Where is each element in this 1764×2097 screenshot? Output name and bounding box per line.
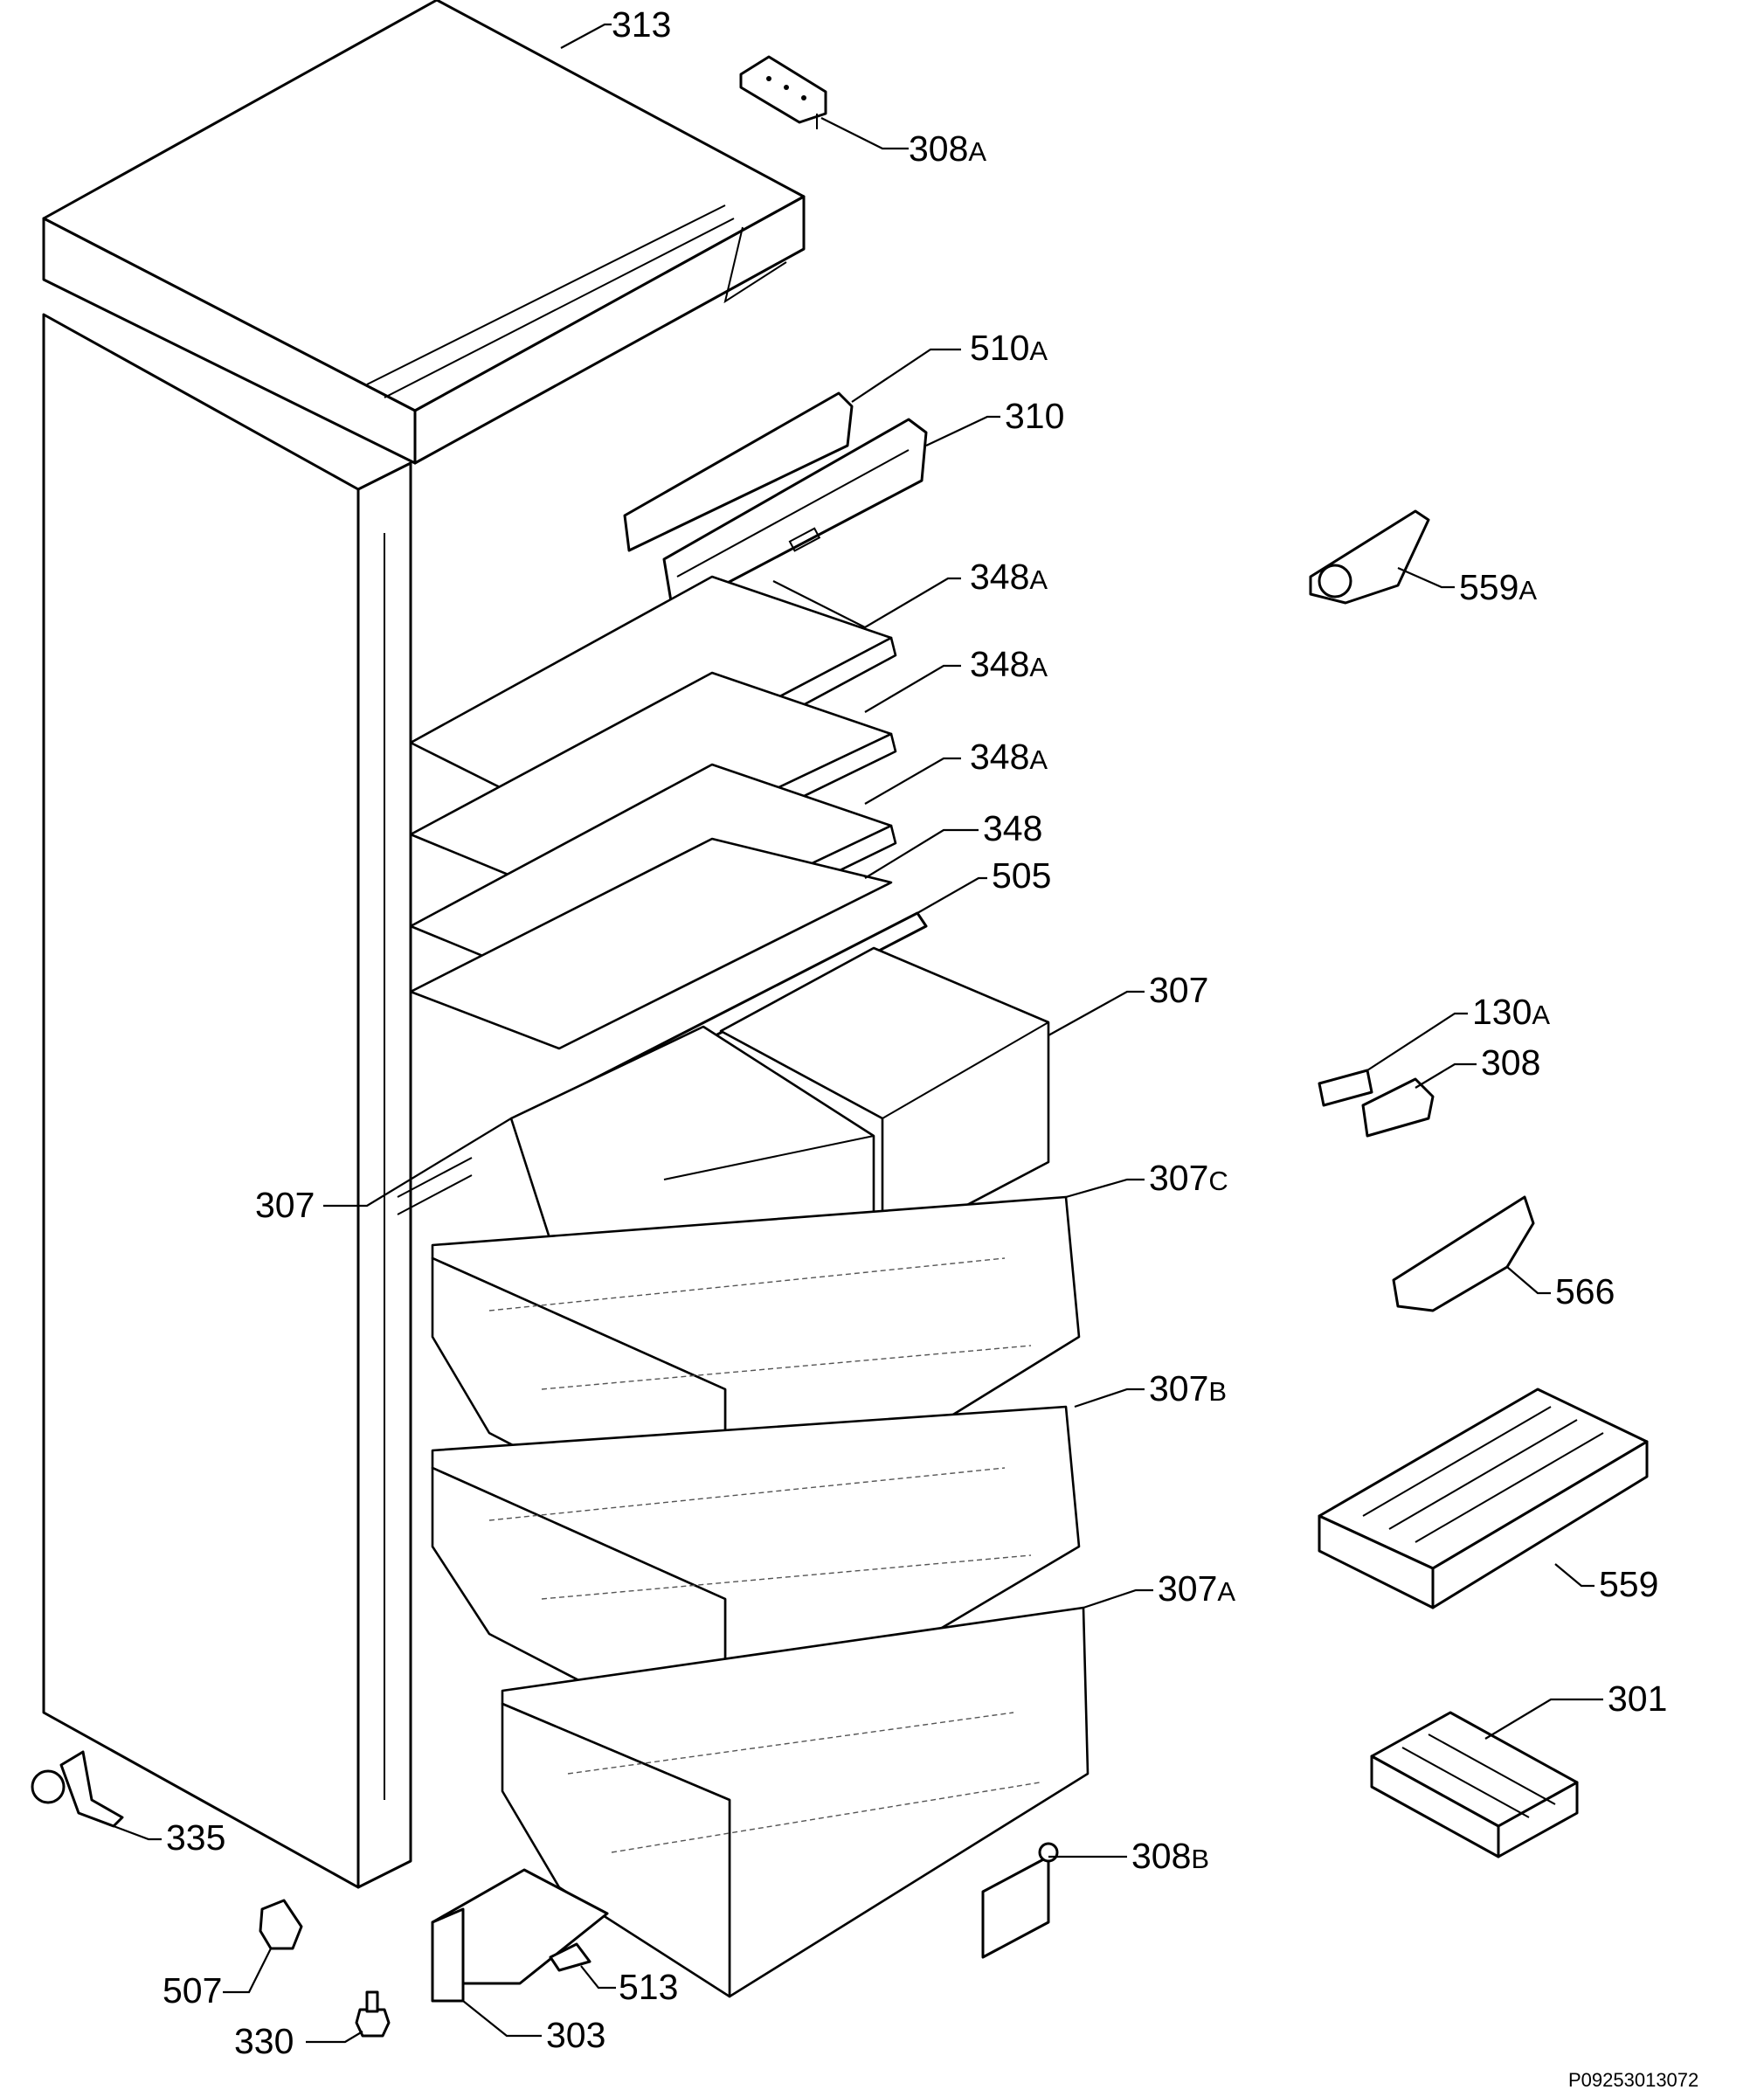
label-307-right: 307 <box>1149 970 1208 1010</box>
label-335: 335 <box>166 1817 225 1858</box>
label-308a: 308A <box>909 128 986 169</box>
part-559-tray <box>1318 1388 1649 1609</box>
label-307c: 307C <box>1149 1158 1228 1198</box>
part-307-crisper-right <box>719 946 1050 1251</box>
label-348a-2: 348A <box>970 644 1048 684</box>
label-310: 310 <box>1005 396 1064 436</box>
part-559a-scraper <box>1309 509 1430 605</box>
part-513-clip <box>549 1942 591 1972</box>
label-348a-1: 348A <box>970 557 1048 597</box>
label-307a: 307A <box>1158 1568 1235 1609</box>
cabinet-body <box>42 313 473 1889</box>
part-labels: 313 308A 510A 310 559A 348A 348A 348A 34… <box>163 4 1698 2091</box>
label-130a: 130A <box>1472 992 1550 1032</box>
part-330-foot <box>355 1990 391 2038</box>
part-308a-top-hinge <box>739 55 827 129</box>
part-308b-bottom-hinge <box>981 1842 1059 1959</box>
label-307b: 307B <box>1149 1368 1227 1408</box>
label-507: 507 <box>163 1970 222 2010</box>
part-507-bracket <box>259 1899 303 1950</box>
label-308: 308 <box>1481 1042 1540 1083</box>
part-307a-freezer-drawer <box>501 1606 1090 1998</box>
label-348a-3: 348A <box>970 737 1048 777</box>
label-313: 313 <box>612 4 671 45</box>
label-307-left: 307 <box>255 1185 315 1225</box>
label-303: 303 <box>546 2015 605 2055</box>
label-510a: 510A <box>970 328 1048 368</box>
part-510a-panel <box>623 391 854 552</box>
label-505: 505 <box>992 855 1051 896</box>
part-348-shelf <box>409 837 893 1050</box>
part-335-hinge <box>31 1750 124 1828</box>
label-301: 301 <box>1608 1678 1667 1719</box>
label-330: 330 <box>234 2021 294 2061</box>
label-308b: 308B <box>1131 1836 1209 1876</box>
part-308-hinge <box>1361 1077 1435 1138</box>
part-303-plinth <box>431 1868 609 2003</box>
label-566: 566 <box>1555 1271 1615 1311</box>
part-130a-plate <box>1318 1069 1373 1107</box>
part-301-ice-tray <box>1370 1711 1579 1858</box>
label-513: 513 <box>619 1967 678 2007</box>
drawing-code: P09253013072 <box>1568 2069 1698 2091</box>
part-313-top-cover <box>42 0 806 465</box>
label-348: 348 <box>983 808 1042 848</box>
leader-lines <box>113 23 1603 2044</box>
label-559a: 559A <box>1459 567 1537 607</box>
label-559: 559 <box>1599 1564 1658 1604</box>
part-566-scoop <box>1392 1195 1535 1312</box>
